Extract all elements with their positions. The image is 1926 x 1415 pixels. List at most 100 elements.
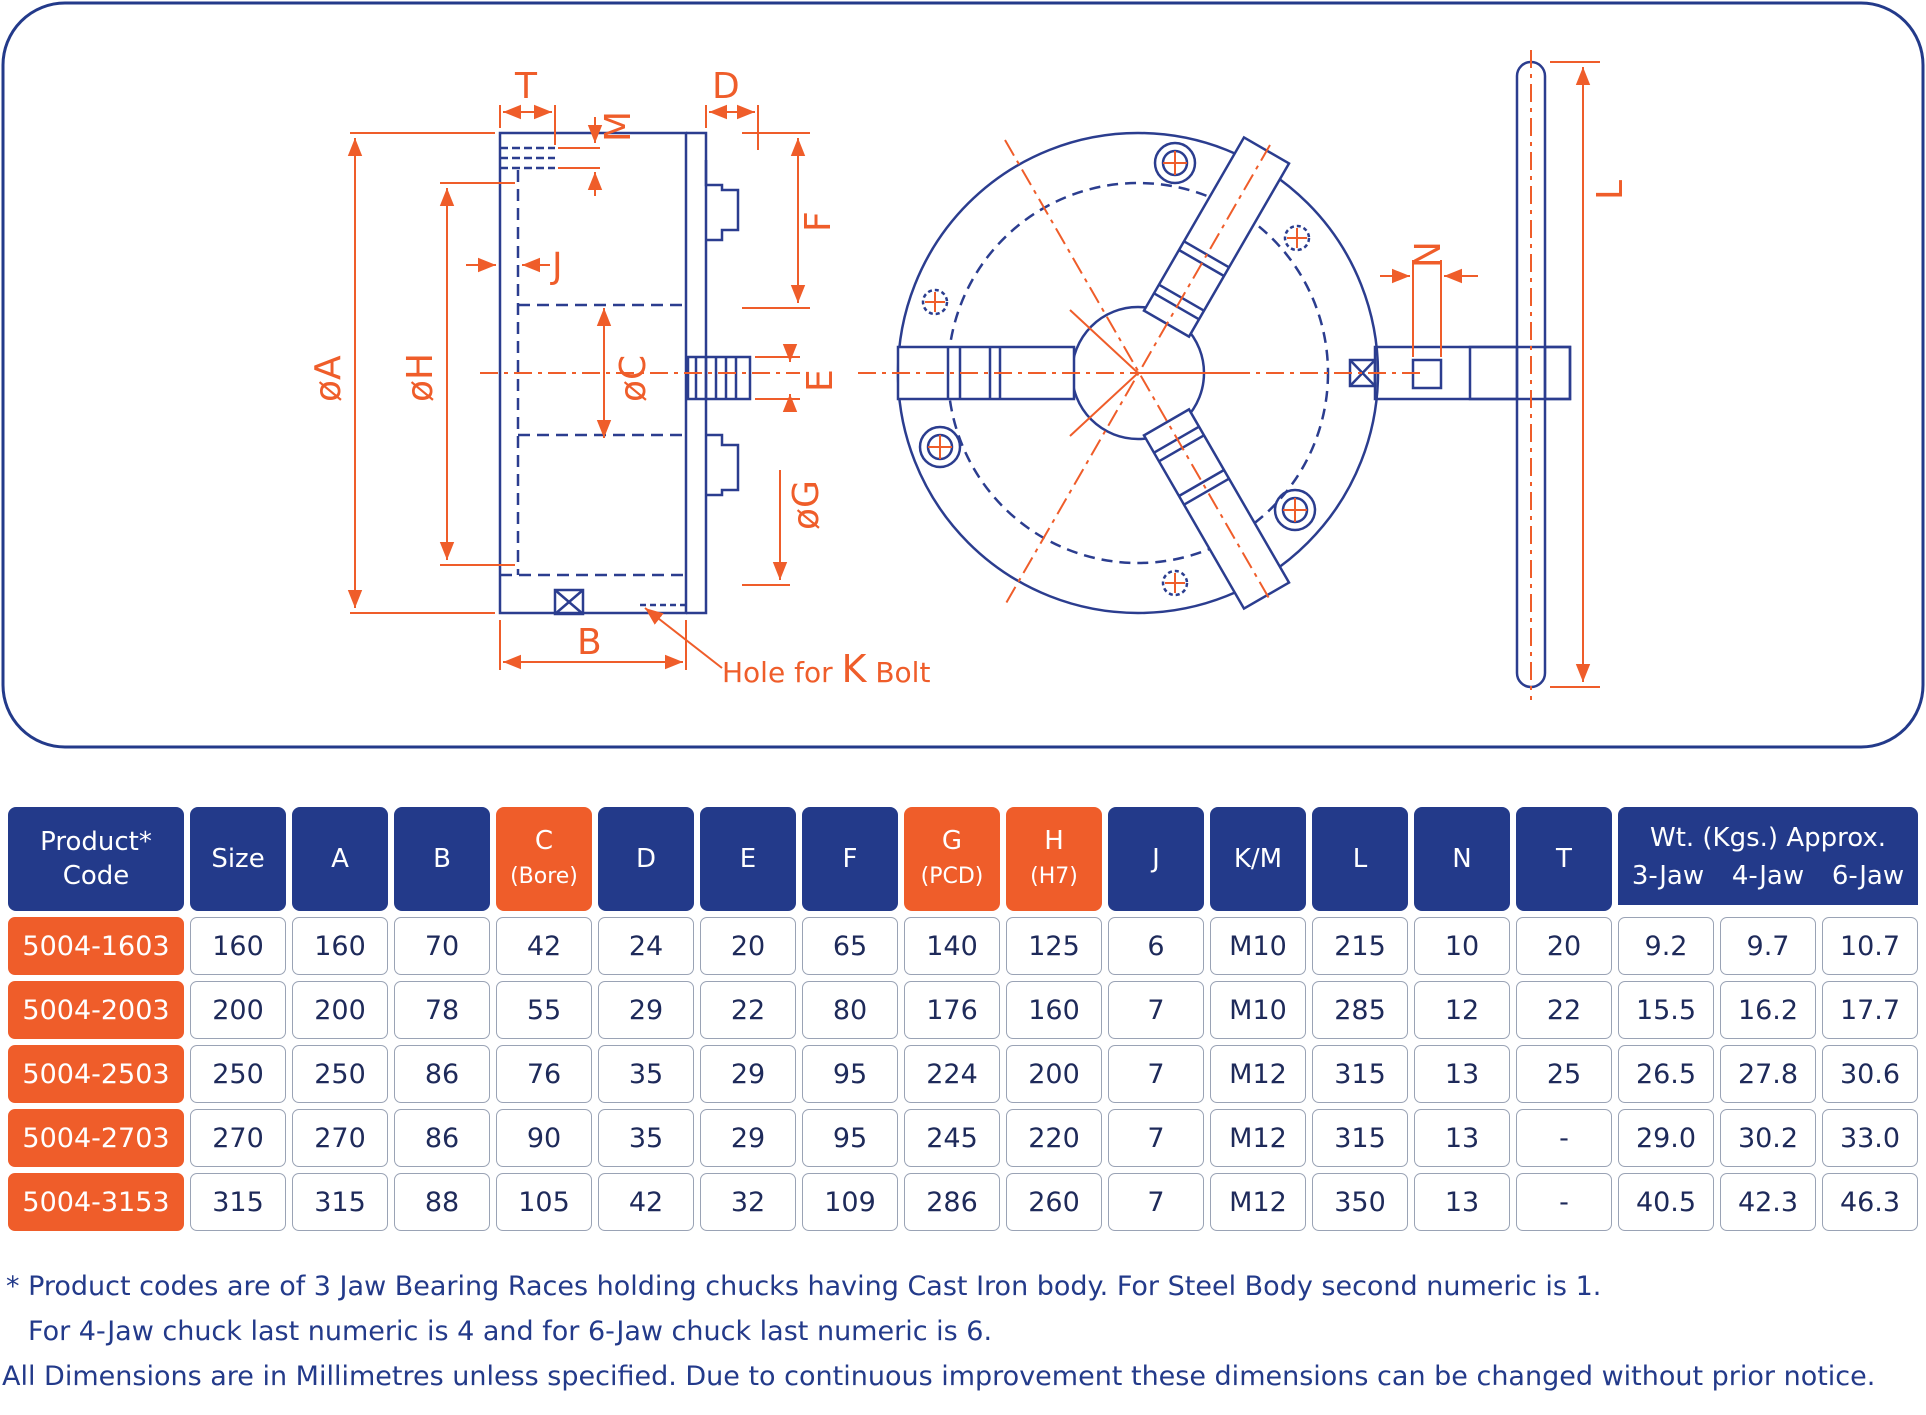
table-cell: 24: [598, 917, 694, 975]
header-e: E: [700, 807, 796, 911]
table-cell: M10: [1210, 981, 1306, 1039]
table-cell: 25: [1516, 1045, 1612, 1103]
table-cell: 285: [1312, 981, 1408, 1039]
table-cell: 350: [1312, 1173, 1408, 1231]
side-view-labels: T D M J F øA øH øC E øG B Hole for K Bol…: [308, 66, 930, 691]
hole-note: Hole for K Bolt: [722, 647, 930, 691]
table-cell: 17.7: [1822, 981, 1918, 1039]
table-cell: 35: [598, 1109, 694, 1167]
table-cell: 286: [904, 1173, 1000, 1231]
table-cell: 30.2: [1720, 1109, 1816, 1167]
label-b: B: [577, 622, 602, 663]
label-a: øA: [308, 355, 349, 402]
table-cell: 125: [1006, 917, 1102, 975]
table-cell: 315: [1312, 1109, 1408, 1167]
header-g: G(PCD): [904, 807, 1000, 911]
table-cell: 7: [1108, 1109, 1204, 1167]
table-cell: 90: [496, 1109, 592, 1167]
table-cell: 270: [190, 1109, 286, 1167]
table-cell: 105: [496, 1173, 592, 1231]
chuck-technical-drawing: T D M J F øA øH øC E øG B Hole for K Bol…: [1, 1, 1925, 749]
front-view-centerlines: [858, 139, 1478, 606]
chuck-key-dimensions: [1530, 50, 1600, 700]
table-cell: 15.5: [1618, 981, 1714, 1039]
table-cell: 29: [700, 1045, 796, 1103]
label-j: J: [550, 246, 563, 287]
table-cell: 42: [496, 917, 592, 975]
table-cell: 13: [1414, 1173, 1510, 1231]
table-cell: 95: [802, 1109, 898, 1167]
label-h: øH: [400, 353, 441, 402]
product-code-cell: 5004-2703: [8, 1109, 184, 1167]
table-cell: -: [1516, 1173, 1612, 1231]
table-cell: 9.2: [1618, 917, 1714, 975]
table-cell: 40.5: [1618, 1173, 1714, 1231]
key-labels: L N: [1408, 180, 1631, 268]
product-code-cell: 5004-2003: [8, 981, 184, 1039]
table-cell: 20: [1516, 917, 1612, 975]
table-cell: 220: [1006, 1109, 1102, 1167]
label-d: D: [712, 66, 740, 107]
label-c: øC: [613, 355, 654, 402]
table-cell: 32: [700, 1173, 796, 1231]
label-m: M: [598, 111, 639, 142]
table-cell: 27.8: [1720, 1045, 1816, 1103]
header-l: L: [1312, 807, 1408, 911]
header-j: J: [1108, 807, 1204, 911]
table-cell: 88: [394, 1173, 490, 1231]
header-km: K/M: [1210, 807, 1306, 911]
footnote-2: For 4-Jaw chuck last numeric is 4 and fo…: [28, 1316, 993, 1347]
footnote-3: All Dimensions are in Millimetres unless…: [2, 1361, 1876, 1392]
table-cell: 12: [1414, 981, 1510, 1039]
side-view-dimensions: [347, 104, 810, 670]
table-cell: 315: [1312, 1045, 1408, 1103]
table-cell: 29.0: [1618, 1109, 1714, 1167]
table-cell: 140: [904, 917, 1000, 975]
table-cell: 215: [1312, 917, 1408, 975]
spec-table: Product* Code Size A B C(Bore) D E F G(P…: [2, 801, 1924, 1237]
header-weight-title: Wt. (Kgs.) Approx.: [1649, 823, 1887, 853]
table-cell: 95: [802, 1045, 898, 1103]
table-cell: 42.3: [1720, 1173, 1816, 1231]
table-cell: 78: [394, 981, 490, 1039]
table-cell: 86: [394, 1109, 490, 1167]
table-cell: 22: [700, 981, 796, 1039]
table-cell: 10: [1414, 917, 1510, 975]
header-weight: Wt. (Kgs.) Approx. 3-Jaw 4-Jaw 6-Jaw: [1618, 807, 1918, 905]
table-cell: 70: [394, 917, 490, 975]
table-cell: 200: [292, 981, 388, 1039]
table-cell: 224: [904, 1045, 1000, 1103]
header-size: Size: [190, 807, 286, 911]
table-cell: 260: [1006, 1173, 1102, 1231]
table-cell: 29: [598, 981, 694, 1039]
table-cell: 30.6: [1822, 1045, 1918, 1103]
table-cell: 160: [190, 917, 286, 975]
header-4-jaw: 4-Jaw: [1731, 861, 1805, 891]
table-cell: 33.0: [1822, 1109, 1918, 1167]
table-cell: 109: [802, 1173, 898, 1231]
table-cell: 160: [292, 917, 388, 975]
table-cell: 26.5: [1618, 1045, 1714, 1103]
table-cell: 55: [496, 981, 592, 1039]
label-n: N: [1408, 241, 1449, 268]
table-cell: M12: [1210, 1045, 1306, 1103]
table-cell: 10.7: [1822, 917, 1918, 975]
table-cell: 46.3: [1822, 1173, 1918, 1231]
table-cell: 13: [1414, 1045, 1510, 1103]
table-cell: 176: [904, 981, 1000, 1039]
header-d: D: [598, 807, 694, 911]
product-code-cell: 5004-1603: [8, 917, 184, 975]
table-cell: M12: [1210, 1109, 1306, 1167]
table-cell: 29: [700, 1109, 796, 1167]
header-6-jaw: 6-Jaw: [1831, 861, 1905, 891]
table-cell: 6: [1108, 917, 1204, 975]
table-cell: 200: [190, 981, 286, 1039]
product-code-cell: 5004-2503: [8, 1045, 184, 1103]
chuck-key-view: [1468, 60, 1572, 689]
label-g: øG: [786, 480, 827, 530]
table-cell: 20: [700, 917, 796, 975]
label-l: L: [1590, 180, 1631, 200]
label-t: T: [514, 66, 538, 107]
table-cell: 160: [1006, 981, 1102, 1039]
